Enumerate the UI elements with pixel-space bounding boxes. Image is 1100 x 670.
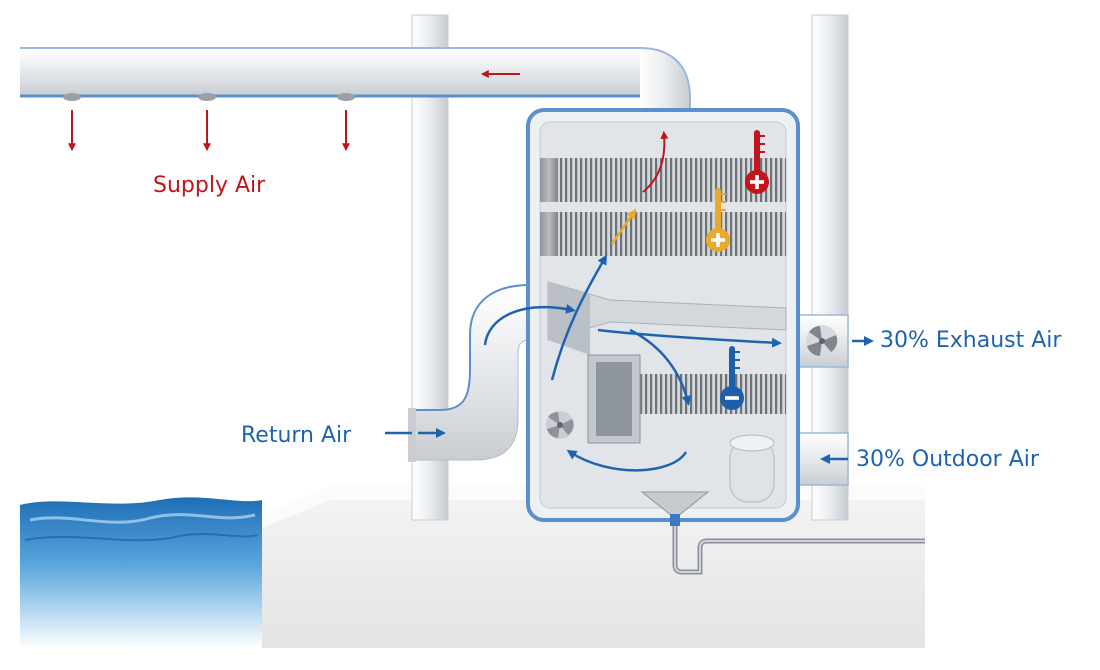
supply-duct: [20, 47, 691, 120]
air-flow-arrows: [385, 254, 874, 472]
condensate-drain: [640, 491, 925, 575]
arrow-up-icon: [642, 130, 669, 193]
reheat-coil-upper: [540, 158, 786, 202]
pool-water: [20, 497, 262, 648]
reheat-coil-lower: [540, 212, 786, 256]
evaporator-coil: [640, 374, 786, 414]
heat-exchanger: [547, 281, 787, 355]
return-duct: [408, 284, 561, 462]
compressor-cylinder: [729, 434, 775, 503]
fan-icon: [806, 325, 838, 357]
supply-air-label: Supply Air: [153, 173, 266, 198]
outdoor-air-label: 30% Outdoor Air: [856, 447, 1039, 472]
thermometer-plus-yellow-icon: [706, 188, 730, 252]
return-air-label: Return Air: [241, 423, 352, 448]
thermometer-plus-red-icon: [745, 130, 769, 194]
fan-icon: [546, 411, 574, 439]
compressor-box: [587, 354, 641, 444]
thermometer-minus-blue-icon: [720, 346, 744, 410]
exhaust-air-label: 30% Exhaust Air: [880, 328, 1062, 353]
preheat-flow-arrow: [610, 208, 637, 245]
supply-air-arrows: [68, 70, 669, 193]
